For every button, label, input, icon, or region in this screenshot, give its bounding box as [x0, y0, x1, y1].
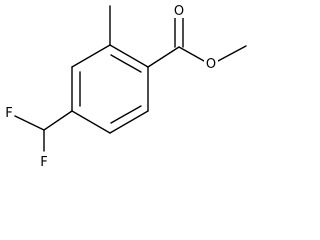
carbonyl-to-ester-oxygen-bond	[178, 46, 205, 62]
ring-bond-c1-c2	[109, 44, 149, 68]
fluorine-upper-label: F	[5, 106, 12, 121]
carbonyl-oxygen-background	[172, 2, 186, 18]
fluorine-lower-label: F	[40, 155, 47, 170]
benzene-ring	[71, 44, 149, 134]
ester-oxygen-background	[204, 55, 218, 71]
ring-to-carbonyl-bond	[147, 46, 180, 68]
methyl-ester-group: O O	[147, 2, 247, 72]
carbonyl-oxygen-label: O	[174, 4, 184, 19]
difluoromethyl-group: F F	[5, 106, 73, 170]
molecule-structure: O O F F	[5, 2, 247, 170]
ring-double-bond-inner-1	[110, 54, 142, 73]
ring-bond-c4-c5	[71, 110, 111, 134]
ester-oxygen-to-methyl-bond	[217, 45, 247, 62]
ring-to-chf2-bond	[43, 110, 73, 131]
ester-oxygen-label: O	[206, 57, 216, 72]
ring-double-bond-inner-3	[110, 105, 142, 124]
ring-bond-c2-c3	[71, 44, 111, 68]
ring-bond-c5-c6	[109, 110, 149, 134]
chf2-upper-fluorine-bond	[14, 115, 45, 131]
